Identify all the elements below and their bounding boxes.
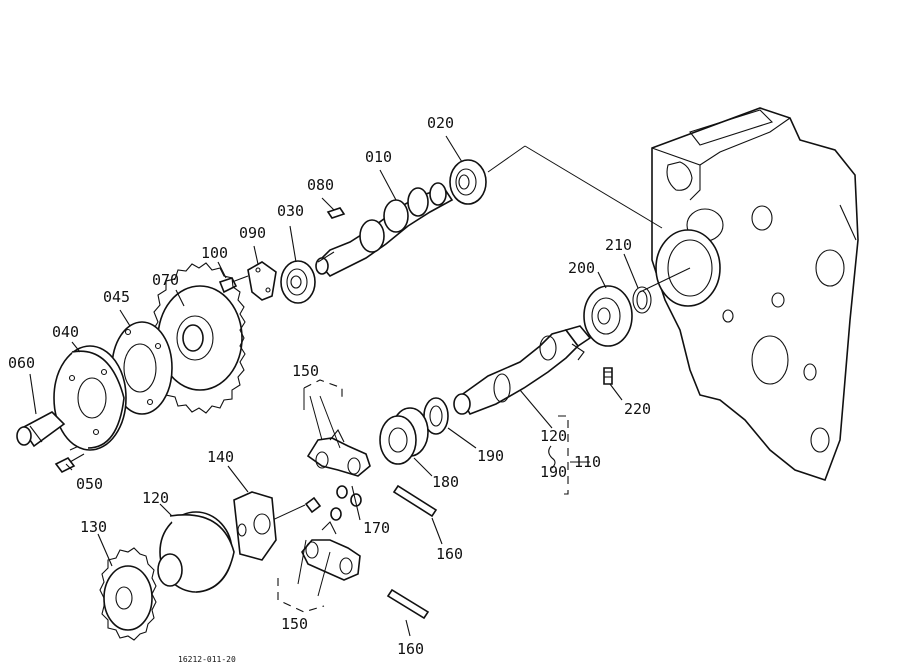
bolt-100 xyxy=(218,275,249,294)
governor-weight-upper xyxy=(306,428,371,477)
gear-hub-120 xyxy=(157,511,235,593)
callout-180: 180 xyxy=(432,473,459,491)
callout-100: 100 xyxy=(201,244,228,262)
callout-labels: 010 020 030 080 090 100 070 045 040 060 … xyxy=(8,114,651,664)
governor-holder-140 xyxy=(233,491,277,561)
sleeve-180 xyxy=(379,407,429,465)
group-outlines xyxy=(277,379,569,613)
flange-040 xyxy=(53,345,127,451)
callout-120-group: 120 xyxy=(540,427,567,445)
callout-040: 040 xyxy=(52,323,79,341)
engine-block xyxy=(651,107,859,482)
set-screw-220 xyxy=(603,367,613,385)
callout-210: 210 xyxy=(605,236,632,254)
callout-130: 130 xyxy=(80,518,107,536)
callout-160-top: 160 xyxy=(436,545,463,563)
camshaft xyxy=(315,182,454,277)
callout-090: 090 xyxy=(239,224,266,242)
key-pin xyxy=(326,207,346,219)
callout-050: 050 xyxy=(76,475,103,493)
callout-010: 010 xyxy=(365,148,392,166)
plug-060 xyxy=(16,411,66,448)
callout-200: 200 xyxy=(568,259,595,277)
drawing-code: 16212-011-20 xyxy=(178,655,236,664)
callout-060: 060 xyxy=(8,354,35,372)
pin-160-upper xyxy=(392,484,438,518)
callout-170: 170 xyxy=(363,519,390,537)
callout-160-bottom: 160 xyxy=(397,640,424,658)
washer-190 xyxy=(423,397,449,435)
callout-150-bottom: 150 xyxy=(281,615,308,633)
governor-weight-lower xyxy=(301,521,361,581)
retainer-plate xyxy=(247,261,277,301)
callout-070: 070 xyxy=(152,271,179,289)
screw-050 xyxy=(54,453,85,474)
callout-020: 020 xyxy=(427,114,454,132)
snap-ring-210 xyxy=(632,286,652,314)
leader-lines xyxy=(29,135,639,637)
bearing-020 xyxy=(449,159,487,205)
bearing-030 xyxy=(280,260,316,304)
callout-030: 030 xyxy=(277,202,304,220)
bearing-200 xyxy=(583,285,633,347)
callout-120-part: 120 xyxy=(142,489,169,507)
callout-150-top: 150 xyxy=(292,362,319,380)
callout-080: 080 xyxy=(307,176,334,194)
pin-160-lower xyxy=(386,588,430,620)
callout-140: 140 xyxy=(207,448,234,466)
callout-190-part: 190 xyxy=(477,447,504,465)
callout-045: 045 xyxy=(103,288,130,306)
callout-220: 220 xyxy=(624,400,651,418)
callout-190-group: 190 xyxy=(540,463,567,481)
callout-110: 110 xyxy=(574,453,601,471)
pins-170 xyxy=(304,485,362,521)
governor-shaft xyxy=(453,325,592,415)
gear-130 xyxy=(99,547,157,641)
